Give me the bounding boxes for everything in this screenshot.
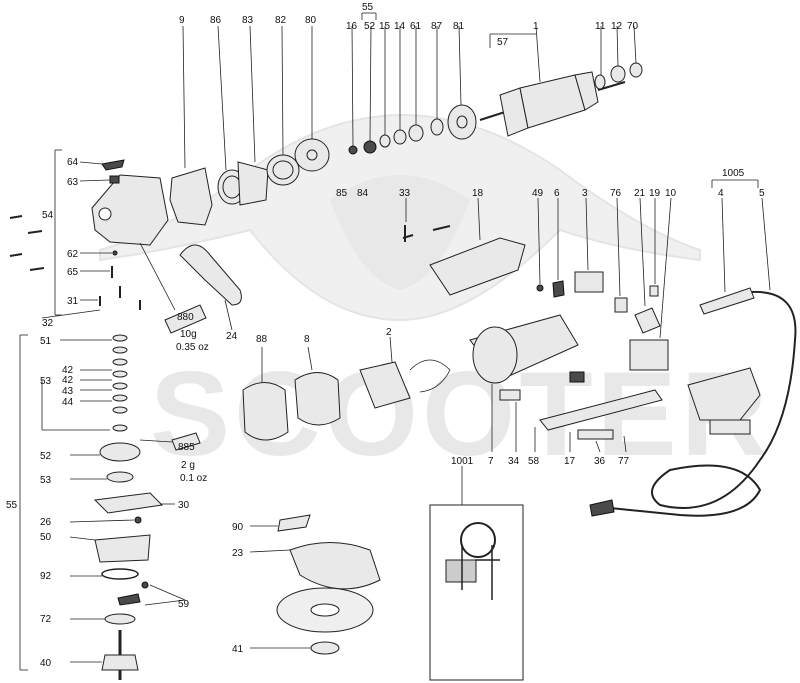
callout-label: 55 [362,2,374,13]
callout-label: 32 [42,318,54,329]
callout-label: 4 [718,188,724,199]
callout-label: 87 [431,21,443,32]
callout-label: 1 [533,21,539,32]
callout-label: 42 [62,365,74,376]
callout-label: 26 [40,517,52,528]
callout-label: 81 [453,21,465,32]
callout-label: 58 [528,456,540,467]
callout-label: 2 [386,327,392,338]
callout-label: 11 [595,21,606,32]
callout-label: 7 [488,456,494,467]
callout-label: 0.35 oz [176,342,209,353]
callout-label: 24 [226,331,238,342]
spindle-parts-group [348,12,477,155]
callout-label: 2 g [181,460,195,471]
callout-label: 5 [759,188,765,199]
callout-label: 8 [304,334,310,345]
callout-label: 34 [508,456,520,467]
callout-label: 82 [275,15,287,26]
housing-rings [242,346,341,441]
callout-label: 65 [67,267,79,278]
callout-label: 14 [394,21,406,32]
wheel-guard-parts [249,514,381,655]
callout-label: 52 [364,21,376,32]
callout-label: 72 [40,614,52,625]
callout-label: 33 [399,188,411,199]
callout-label: 84 [357,188,369,199]
callout-label: 54 [42,210,54,221]
callout-label: 16 [346,21,358,32]
callout-label: 88 [256,334,268,345]
callout-label: 3 [582,188,588,199]
callout-label: 55 [6,500,18,511]
motor-housing-parts [402,197,579,452]
callout-label: 10g [180,329,197,340]
gear-housing-group [169,25,330,226]
callout-labels: 9 86 83 82 80 55 16 52 15 14 61 87 81 1 … [6,2,765,669]
callout-label: 77 [618,456,630,467]
gear-head-assembly [9,149,207,334]
switch-parts [536,197,672,371]
wiring-diagram-box [429,466,524,681]
callout-label: 85 [336,188,348,199]
armature-part [479,25,626,137]
callout-label: 15 [379,21,391,32]
callout-label: 1005 [722,168,745,179]
callout-label: 9 [179,15,185,26]
callout-label: 80 [305,15,317,26]
tiger-head-logo [99,114,701,322]
callout-label: 21 [634,188,646,199]
callout-label: 53 [40,376,52,387]
callout-label: 62 [67,249,79,260]
callout-label: 885 [178,442,195,453]
callout-label: 40 [40,658,52,669]
callout-label: 12 [611,21,623,32]
callout-label: 63 [67,177,79,188]
callout-label: 49 [532,188,544,199]
callout-label: 83 [242,15,254,26]
callout-label: 31 [67,296,79,307]
callout-label: 42 [62,375,74,386]
callout-label: 41 [232,644,244,655]
callout-label: 18 [472,188,484,199]
callout-label: 23 [232,548,244,559]
callout-label: 64 [67,157,79,168]
callout-label: 50 [40,532,52,543]
callout-label: 76 [610,188,622,199]
callout-label: 43 [62,386,74,397]
field-coil-part [359,336,451,409]
callout-label: 51 [40,336,52,347]
bearing-group [594,25,643,90]
callout-label: 10 [665,188,677,199]
callout-label: 86 [210,15,222,26]
side-handle-part [179,244,242,331]
callout-label: 1001 [451,456,474,467]
callout-label: 17 [564,456,576,467]
callout-label: 59 [178,599,190,610]
callout-label: 44 [62,397,74,408]
callout-label: 36 [594,456,606,467]
callout-label: 52 [40,451,52,462]
callout-label: 6 [554,188,560,199]
switch-bar-parts [499,367,761,453]
callout-label: 61 [410,21,422,32]
callout-label: 880 [177,312,194,323]
spindle-column-parts [19,334,201,680]
callout-label: 90 [232,522,244,533]
callout-label: 0.1 oz [180,473,207,484]
callout-label: 53 [40,475,52,486]
callout-label: 30 [178,500,190,511]
callout-label: 92 [40,571,52,582]
callout-label: 57 [497,37,509,48]
callout-label: 70 [627,21,639,32]
power-cable-part [589,179,797,517]
callout-label: 19 [649,188,661,199]
